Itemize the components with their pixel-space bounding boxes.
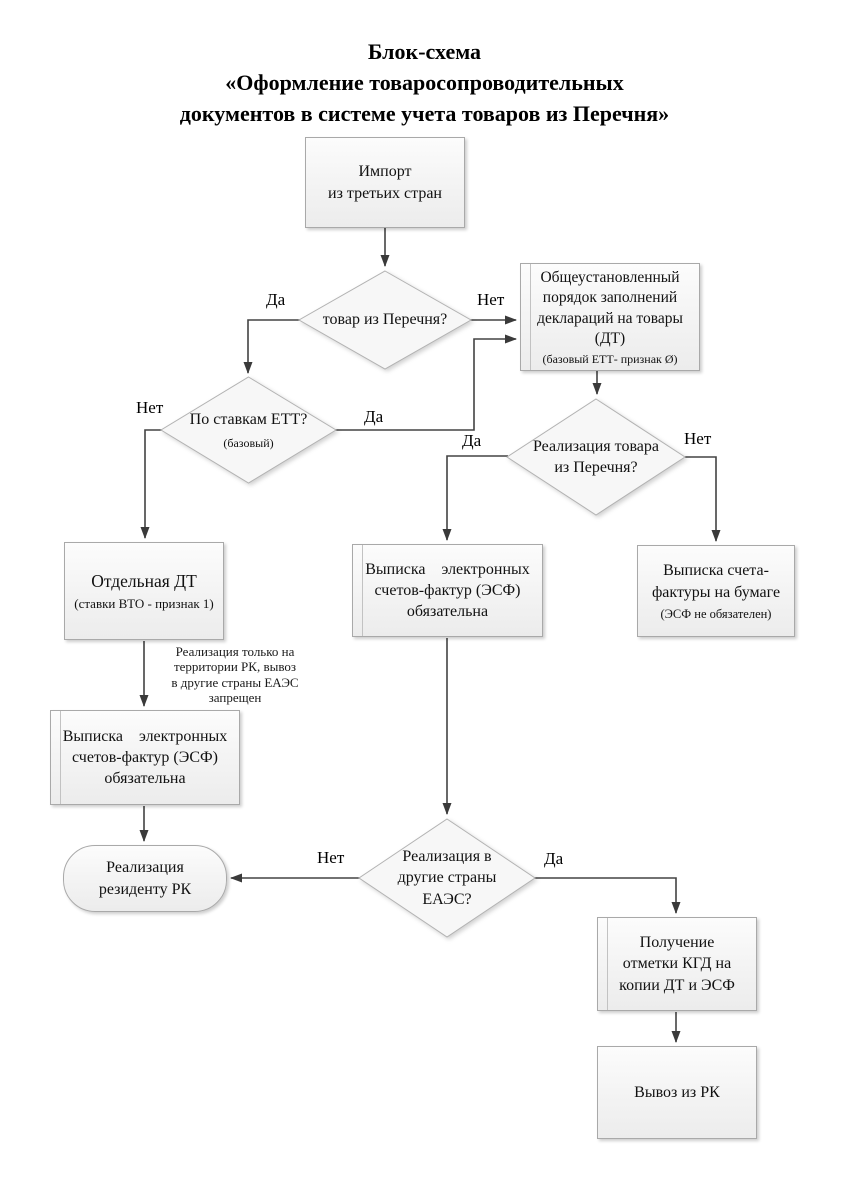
- node-import-label: Импорт из третьих стран: [328, 163, 442, 202]
- edge-label-qlist-yes: Да: [266, 290, 286, 309]
- node-q-ett-rates-label: По ставкам ЕТТ?: [189, 411, 308, 429]
- node-general-order: Общеустановленный порядок заполнений дек…: [520, 263, 700, 371]
- edge-label-qett-no: Нет: [136, 398, 164, 417]
- connector-qsale-no: [685, 456, 721, 542]
- connector-qeaes-yes: [531, 877, 681, 914]
- diamond-shape: [506, 398, 686, 516]
- node-sale-resident: Реализация резиденту РК: [63, 845, 227, 912]
- title-line-2: «Оформление товаросопроводительных: [225, 70, 624, 95]
- node-export-rk: Вывоз из РК: [597, 1046, 757, 1139]
- node-esf-mandatory-left: Выписка электронных счетов-фактур (ЭСФ) …: [50, 710, 240, 805]
- node-paper-invoice: Выписка счета- фактуры на бумаге (ЭСФ не…: [637, 545, 795, 637]
- page-title: Блок-схема «Оформление товаросопроводите…: [0, 36, 849, 129]
- node-esf-mandatory-left-label: Выписка электронных счетов-фактур (ЭСФ) …: [62, 727, 228, 788]
- diamond-shape: [160, 376, 337, 484]
- diamond-shape: [358, 818, 536, 938]
- node-q-ett-rates-note: (базовый): [223, 436, 274, 451]
- node-separate-dt: Отдельная ДТ (ставки ВТО - признак 1): [64, 542, 224, 640]
- node-paper-invoice-note: (ЭСФ не обязателен): [660, 606, 772, 621]
- title-line-1: Блок-схема: [367, 39, 482, 64]
- node-q-sale-list: Реализация товара из Перечня?: [506, 398, 686, 516]
- node-kgd-mark: Получение отметки КГД на копии ДТ и ЭСФ: [597, 917, 757, 1011]
- edge-label-qsale-yes: Да: [462, 431, 482, 450]
- node-separate-dt-note: (ставки ВТО - признак 1): [74, 596, 214, 612]
- node-q-goods-list: товар из Перечня?: [298, 270, 472, 370]
- node-q-sale-list-label: Реализация товара из Перечня?: [532, 437, 659, 476]
- node-kgd-mark-label: Получение отметки КГД на копии ДТ и ЭСФ: [619, 934, 735, 994]
- edge-label-qeaes-no: Нет: [317, 848, 345, 867]
- node-paper-invoice-label: Выписка счета- фактуры на бумаге: [651, 562, 781, 601]
- node-general-order-label: Общеустановленный порядок заполнений дек…: [537, 268, 683, 348]
- node-q-goods-list-label: товар из Перечня?: [322, 311, 448, 329]
- node-general-order-note: (базовый ЕТТ- признак Ø): [542, 351, 678, 366]
- edge-label-qett-yes: Да: [364, 407, 384, 426]
- node-q-sale-eaes-label: Реализация в другие страны ЕАЭС?: [397, 848, 497, 908]
- node-sale-resident-label: Реализация резиденту РК: [98, 859, 192, 898]
- edge-label-qeaes-yes: Да: [544, 849, 564, 868]
- diamond-shape: [298, 270, 472, 370]
- connector-qsale-yes: [442, 455, 508, 541]
- node-export-rk-label: Вывоз из РК: [634, 1083, 720, 1101]
- node-q-sale-eaes: Реализация в другие страны ЕАЭС?: [358, 818, 536, 938]
- edge-label-qsale-no: Нет: [684, 429, 712, 448]
- node-esf-mandatory-mid: Выписка электронных счетов-фактур (ЭСФ) …: [352, 544, 543, 637]
- node-import: Импорт из третьих стран: [305, 137, 465, 228]
- title-line-3: документов в системе учета товаров из Пе…: [179, 101, 670, 126]
- edge-label-qlist-no: Нет: [477, 290, 505, 309]
- connector-qett-yes: [335, 334, 517, 431]
- node-esf-mandatory-mid-label: Выписка электронных счетов-фактур (ЭСФ) …: [365, 560, 530, 621]
- connector-qlist-yes: [243, 319, 300, 374]
- node-q-ett-rates: По ставкам ЕТТ? (базовый): [160, 376, 337, 484]
- rk-only-annotation: Реализация только на территории РК, выво…: [171, 644, 299, 705]
- node-separate-dt-label: Отдельная ДТ: [91, 571, 197, 592]
- connector-qett-no: [140, 429, 162, 539]
